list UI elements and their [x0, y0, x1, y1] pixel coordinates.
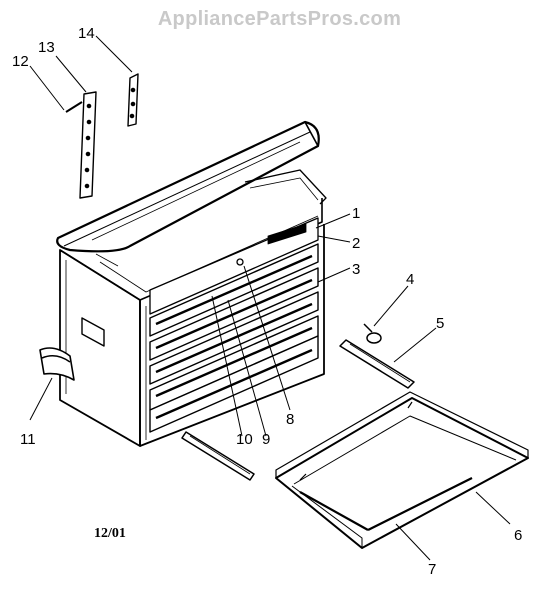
- chest-lid: [56, 120, 320, 253]
- part-4-knob: [363, 323, 382, 344]
- drawer-fronts: [149, 243, 319, 433]
- part-5-drawer-slide: [339, 339, 415, 389]
- callout-label: 4: [406, 271, 414, 288]
- callout-label: 14: [78, 25, 95, 42]
- chest-body: [59, 169, 327, 447]
- revision-date-code: 12/01: [94, 526, 126, 541]
- callout-label: 9: [262, 431, 270, 448]
- callout-label: 12: [12, 53, 29, 70]
- callout-label: 6: [514, 527, 522, 544]
- callout-label: 11: [20, 431, 36, 448]
- callout-label: 8: [286, 411, 294, 428]
- callout-label: 13: [38, 39, 55, 56]
- callout-label: 3: [352, 261, 360, 278]
- part-13-hinge-strip: [79, 91, 97, 199]
- part-7-tray-slide: [299, 477, 473, 531]
- callout-label: 2: [352, 235, 360, 252]
- part-6-drawer-tray: [275, 391, 529, 549]
- callout-label: 1: [352, 205, 360, 222]
- callout-label: 5: [436, 315, 444, 332]
- callout-label: 10: [236, 431, 253, 448]
- lower-drawer-slide: [181, 431, 255, 481]
- part-14-bracket: [127, 73, 139, 127]
- watermark-text: AppliancePartsPros.com: [157, 8, 402, 30]
- part-12-pin: [65, 101, 83, 113]
- callout-label: 7: [428, 561, 436, 578]
- part-11-side-handle: [39, 347, 75, 381]
- callout-labels: 1 2 3 4 5 6 7 8 9 10 11 12 13 14: [12, 25, 522, 578]
- leader-lines: [29, 35, 511, 561]
